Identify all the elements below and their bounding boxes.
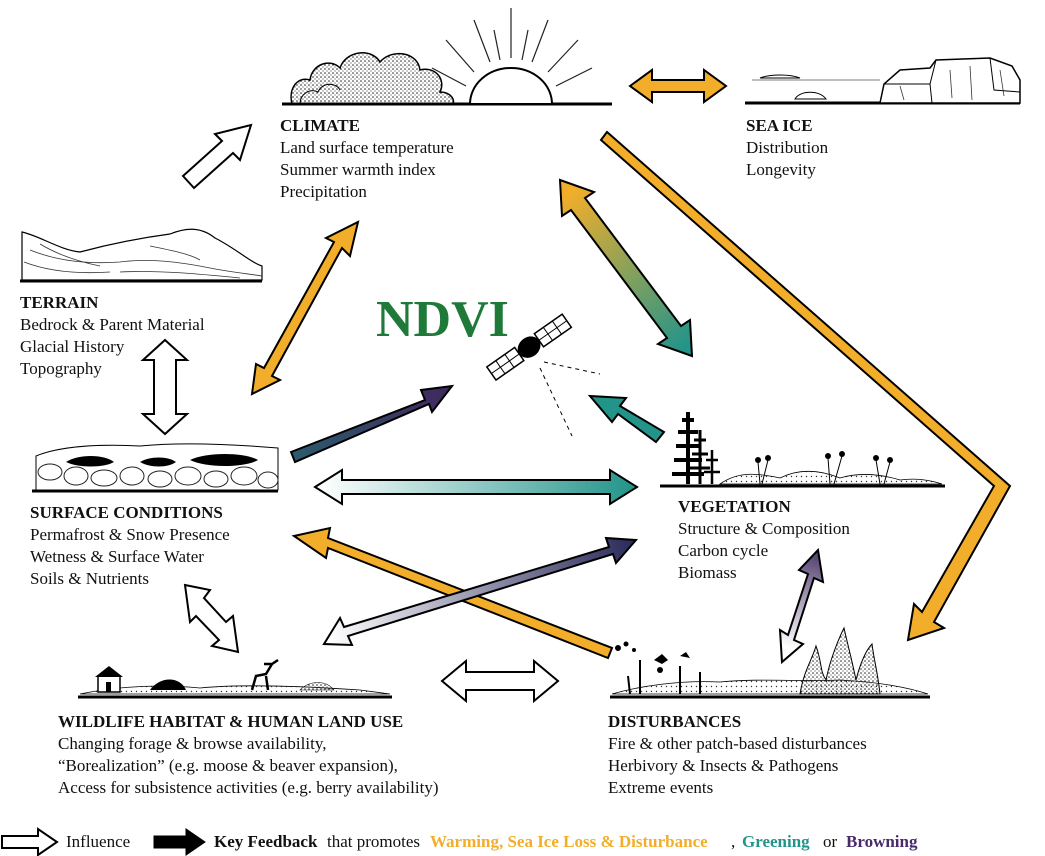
- climate-title: CLIMATE: [280, 116, 360, 135]
- terrain-block: TERRAIN Bedrock & Parent Material Glacia…: [20, 292, 205, 380]
- vegetation-block: VEGETATION Structure & Composition Carbo…: [678, 496, 850, 584]
- satellite-icon: [485, 313, 601, 437]
- disturbances-illustration: [610, 626, 930, 699]
- surface-conditions-block: SURFACE CONDITIONS Permafrost & Snow Pre…: [30, 502, 230, 590]
- vegetation-line: Structure & Composition: [678, 519, 850, 538]
- arrow-terrain-to-climate: [181, 123, 253, 190]
- legend-or-label: or: [823, 832, 838, 851]
- arrow-vegetation-satellite: [587, 394, 666, 444]
- wildlife-line: “Borealization” (e.g. moose & beaver exp…: [58, 756, 398, 775]
- arrow-surface-vegetation: [313, 468, 639, 506]
- terrain-line: Glacial History: [20, 337, 125, 356]
- vegetation-title: VEGETATION: [678, 497, 791, 516]
- disturbances-title: DISTURBANCES: [608, 712, 742, 731]
- terrain-title: TERRAIN: [20, 293, 99, 312]
- surface-line: Permafrost & Snow Presence: [30, 525, 230, 544]
- legend-greening-label: Greening: [742, 832, 810, 851]
- legend-influence-label: Influence: [66, 832, 131, 851]
- arrow-vegetation-wildlife: [322, 536, 639, 647]
- disturbances-line: Herbivory & Insects & Pathogens: [608, 756, 839, 775]
- legend-warming-label: Warming, Sea Ice Loss & Disturbance: [430, 832, 708, 851]
- ndvi-title: NDVI: [376, 291, 509, 348]
- wildlife-line: Access for subsistence activities (e.g. …: [58, 778, 439, 797]
- arrow-surface-satellite: [289, 384, 455, 464]
- climate-line: Land surface temperature: [280, 138, 454, 157]
- arrow-vegetation-disturbances: [778, 547, 825, 665]
- wildlife-illustration: [78, 658, 392, 699]
- climate-line: Precipitation: [280, 182, 367, 201]
- disturbances-block: DISTURBANCES Fire & other patch-based di…: [608, 711, 867, 799]
- legend-influence-arrow: [1, 827, 59, 856]
- arrow-terrain-surface: [140, 338, 190, 436]
- arrow-wildlife-disturbances: [440, 658, 560, 704]
- surface-line: Wetness & Surface Water: [30, 547, 204, 566]
- sea-ice-line: Longevity: [746, 160, 816, 179]
- legend-key-feedback-arrow: [153, 828, 206, 856]
- terrain-illustration: [20, 228, 263, 283]
- legend-comma: ,: [731, 832, 736, 851]
- arrow-climate-sea-ice: [628, 68, 728, 104]
- wildlife-block: WILDLIFE HABITAT & HUMAN LAND USE Changi…: [58, 711, 438, 799]
- sea-ice-title: SEA ICE: [746, 116, 813, 135]
- terrain-line: Bedrock & Parent Material: [20, 315, 205, 334]
- climate-illustration: [282, 8, 612, 106]
- surface-title: SURFACE CONDITIONS: [30, 503, 223, 522]
- climate-block: CLIMATE Land surface temperature Summer …: [280, 115, 454, 203]
- sea-ice-line: Distribution: [746, 138, 829, 157]
- sea-ice-illustration: [745, 57, 1021, 105]
- legend: Influence Key Feedback that promotes War…: [0, 830, 1045, 856]
- wildlife-line: Changing forage & browse availability,: [58, 734, 327, 753]
- disturbances-line: Fire & other patch-based disturbances: [608, 734, 867, 753]
- arrow-climate-surface: [250, 220, 360, 396]
- legend-browning-label: Browning: [846, 832, 918, 851]
- arrow-climate-vegetation: [558, 178, 694, 358]
- surface-illustration: [32, 443, 279, 493]
- legend-key-feedback-label: Key Feedback: [214, 832, 318, 851]
- climate-line: Summer warmth index: [280, 160, 436, 179]
- vegetation-line: Biomass: [678, 563, 737, 582]
- arrow-climate-disturbances: [599, 130, 1012, 642]
- terrain-line: Topography: [20, 359, 102, 378]
- surface-line: Soils & Nutrients: [30, 569, 150, 588]
- vegetation-line: Carbon cycle: [678, 541, 769, 560]
- disturbances-line: Extreme events: [608, 778, 714, 797]
- vegetation-illustration: [660, 412, 945, 488]
- sea-ice-block: SEA ICE Distribution Longevity: [746, 115, 828, 181]
- arrow-disturbances-surface: [291, 526, 614, 660]
- legend-promotes-label: that promotes: [327, 832, 421, 851]
- wildlife-title: WILDLIFE HABITAT & HUMAN LAND USE: [58, 712, 404, 731]
- arrow-surface-wildlife: [183, 583, 240, 654]
